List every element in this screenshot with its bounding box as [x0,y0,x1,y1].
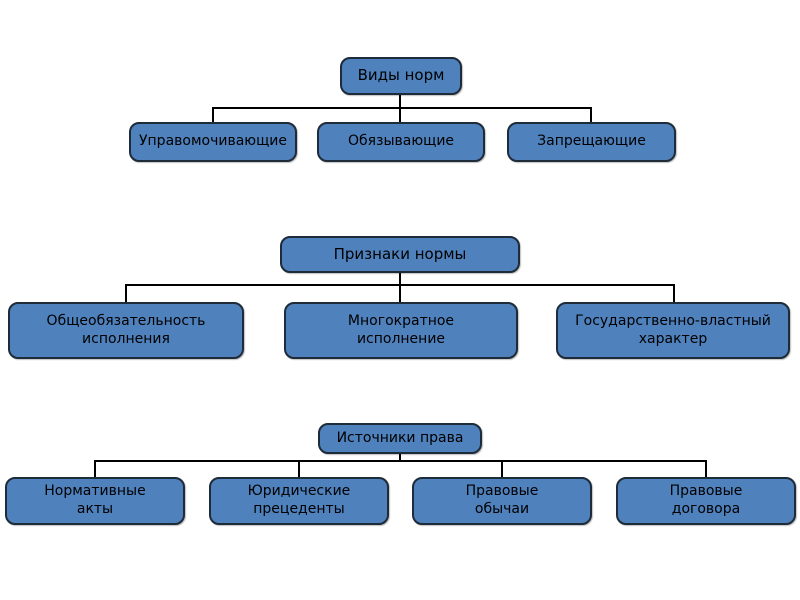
tree3-child-1: Нормативные акты [5,477,185,525]
tree2-child-3: Государственно-властный характер [556,302,790,359]
connector-line [94,460,707,462]
connector-line [125,284,127,303]
connector-line [501,460,503,478]
connector-line [94,460,96,478]
tree1-child-1: Управомочивающие [129,122,297,162]
tree1-root: Виды норм [340,57,462,95]
tree3-root: Источники права [318,423,482,454]
connector-line [399,453,401,462]
tree2-root: Признаки нормы [280,236,520,273]
connector-line [673,284,675,303]
connector-line [212,107,592,109]
tree3-child-4: Правовые договора [616,477,796,525]
connector-line [298,460,300,478]
tree1-child-3: Запрещающие [507,122,676,162]
connector-line [212,107,214,123]
connector-line [125,284,675,286]
tree2-child-2: Многократное исполнение [284,302,518,359]
connector-line [705,460,707,478]
tree3-child-3: Правовые обычаи [412,477,592,525]
tree3-child-2: Юридические прецеденты [209,477,389,525]
tree1-child-2: Обязывающие [317,122,485,162]
connector-line [590,107,592,123]
tree2-child-1: Общеобязательность исполнения [8,302,244,359]
connector-line [399,271,401,303]
